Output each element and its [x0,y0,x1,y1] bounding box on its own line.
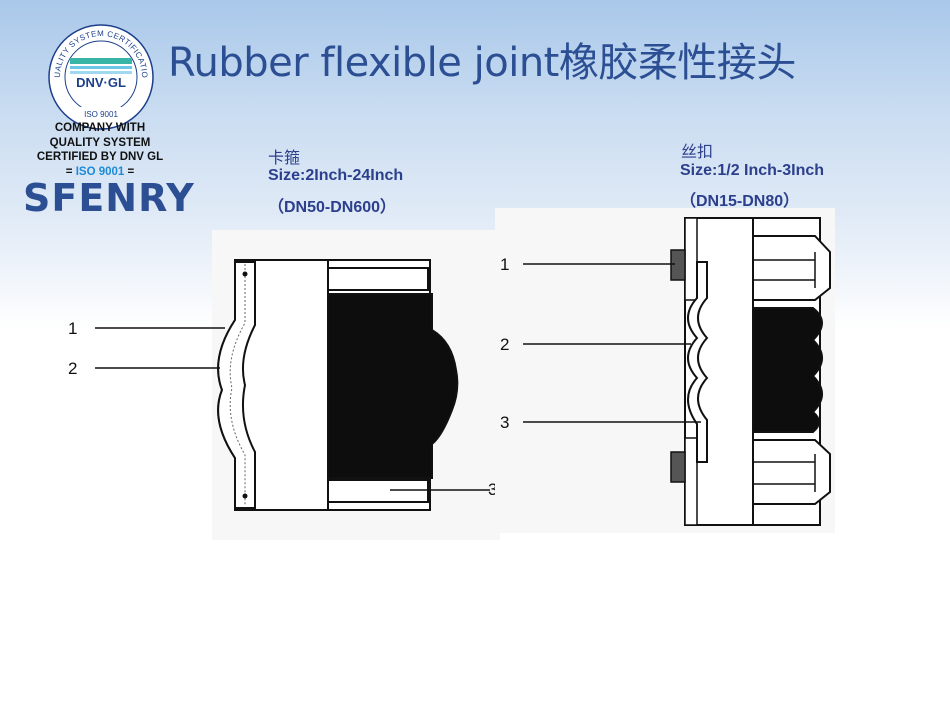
rubber-body-section [327,293,459,479]
cert-line: COMPANY WITH [54,122,146,134]
callout-3: 3 [500,413,509,432]
cert-iso-line: = ISO 9001 = [65,165,135,178]
seal-brand-text: DNV·GL [76,75,126,90]
clamp-joint-diagram: 1 2 3 [68,230,500,540]
cert-iso-standard: ISO 9001 [75,165,125,178]
clamp-type-label: 卡箍 [268,148,301,167]
end-band-bottom [327,479,429,503]
clamp-dn-range: （DN50-DN600） [268,199,397,216]
certification-text: COMPANY WITH QUALITY SYSTEM CERTIFIED BY… [22,121,178,179]
threaded-joint-diagram: 1 2 3 [495,208,835,533]
nut-top [752,235,831,301]
thread-size-range: Size:1/2 Inch-3Inch [680,162,825,179]
corrugated-wall [687,261,709,463]
dnv-gl-seal-icon: QUALITY SYSTEM CERTIFICATION DNV·GL ISO … [46,20,154,130]
rubber-wall [217,261,256,509]
thread-dn-range: （DN15-DN80） [680,193,800,210]
page-title: Rubber flexible joint橡胶柔性接头 [168,40,796,86]
brand-logo: SFENRY [23,176,195,220]
end-band-top [327,267,429,291]
callout-3: 3 [488,480,497,499]
nut-bottom [752,439,831,505]
callout-1: 1 [68,319,77,338]
seal-iso-text: ISO 9001 [84,110,118,119]
callout-1: 1 [500,255,509,274]
cert-line: QUALITY SYSTEM [49,136,151,149]
rubber-body-section [752,307,823,433]
callout-2: 2 [68,359,77,378]
thread-type-label: 丝扣 [681,142,714,161]
cert-line: CERTIFIED BY DNV GL [36,151,164,163]
clamp-size-range: Size:2Inch-24Inch [268,167,404,184]
callout-2: 2 [500,335,509,354]
